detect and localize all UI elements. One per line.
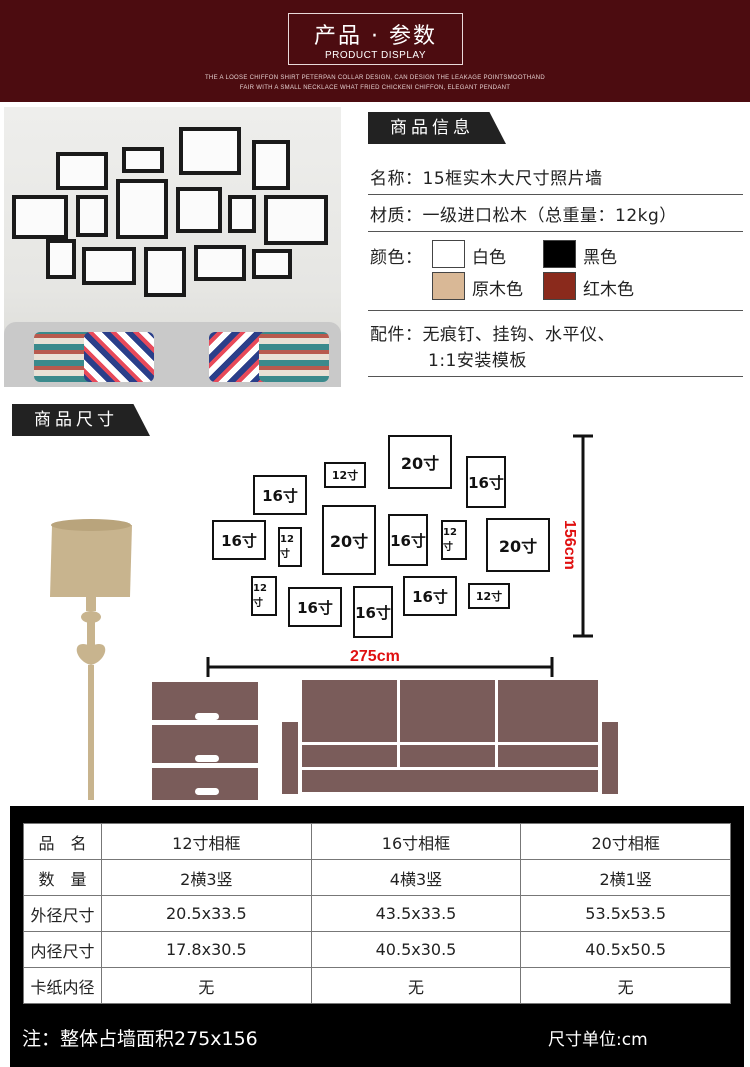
table-cell: 17.8x30.5 [101, 931, 312, 968]
frame-20-inch: 20寸 [388, 435, 452, 489]
table-cell: 2横3竖 [101, 859, 312, 896]
frame-16-inch: 16寸 [212, 520, 266, 560]
product-photo [4, 107, 341, 387]
unit-note: 尺寸单位:cm [548, 1030, 648, 1050]
header-banner: 产品 · 参数 PRODUCT DISPLAY THE A LOOSE CHIF… [0, 0, 750, 102]
accessories-line1: 配件：无痕钉、挂钩、水平仪、 [370, 325, 615, 345]
banner-desc-line2: FAIR WITH A SMALL NECKLACE WHAT FRIED CH… [239, 85, 511, 91]
table-cell: 2横1竖 [520, 859, 731, 896]
banner-desc-line1: THE A LOOSE CHIFFON SHIRT PETERPAN COLLA… [204, 75, 546, 81]
photo-frame [194, 245, 246, 281]
photo-frame [46, 239, 76, 279]
table-cell: 无 [310, 967, 522, 1004]
photo-frame [76, 195, 108, 237]
table-cell: 无 [520, 967, 731, 1004]
table-header-cell: 16寸相框 [310, 823, 522, 860]
frame-12-inch: 12寸 [251, 576, 277, 616]
accessories-line2: 1:1安装模板 [428, 351, 527, 371]
table-header-cell: 品 名 [23, 823, 102, 860]
color-name-mahogany: 红木色 [583, 280, 634, 300]
photo-frame [144, 247, 186, 297]
table-cell: 数 量 [23, 859, 102, 896]
area-note: 注：整体占墙面积275x156 [22, 1028, 258, 1050]
banner-title: 产品 · 参数 [314, 24, 437, 49]
divider [368, 376, 743, 377]
spec-table: 品 名 12寸相框 16寸相框 20寸相框 数 量 2横3竖 4横3竖 2横1竖… [23, 823, 731, 1004]
floor-lamp-icon [50, 519, 132, 800]
frame-16-inch: 16寸 [288, 587, 342, 627]
banner-subtitle: PRODUCT DISPLAY [324, 50, 427, 61]
photo-frame [252, 140, 290, 190]
swatch-natural-wood [432, 272, 465, 300]
table-cell: 20.5x33.5 [101, 895, 312, 932]
photo-frame [56, 152, 108, 190]
width-dimension-label: 275cm [350, 648, 400, 665]
color-name-natural-wood: 原木色 [472, 280, 523, 300]
color-name-white: 白色 [472, 248, 506, 268]
frame-16-inch: 16寸 [388, 514, 428, 566]
sofa-icon [282, 680, 618, 794]
frame-12-inch: 12寸 [278, 527, 302, 567]
photo-frame [12, 195, 68, 239]
frame-16-inch: 16寸 [403, 576, 457, 616]
table-header-cell: 20寸相框 [520, 823, 731, 860]
table-header-row: 品 名 12寸相框 16寸相框 20寸相框 [23, 823, 731, 860]
swatch-mahogany [543, 272, 576, 300]
table-cell: 4横3竖 [310, 859, 522, 896]
table-cell: 53.5x53.5 [520, 895, 731, 932]
swatch-black [543, 240, 576, 268]
info-tag: 商品信息 [368, 112, 506, 144]
table-cell: 40.5x30.5 [310, 931, 522, 968]
table-row: 数 量 2横3竖 4横3竖 2横1竖 [23, 859, 731, 896]
frame-16-inch: 16寸 [466, 456, 506, 508]
photo-frame [179, 127, 241, 175]
table-row: 内径尺寸 17.8x30.5 40.5x30.5 40.5x50.5 [23, 931, 731, 968]
divider [368, 231, 743, 232]
divider [368, 310, 743, 311]
table-row: 外径尺寸 20.5x33.5 43.5x33.5 53.5x53.5 [23, 895, 731, 932]
swatch-white [432, 240, 465, 268]
frame-20-inch: 20寸 [322, 505, 376, 575]
pillow-image [84, 332, 154, 382]
height-dimension-label: 156cm [561, 520, 578, 570]
table-cell: 外径尺寸 [23, 895, 102, 932]
photo-frame [116, 179, 168, 239]
table-header-cell: 12寸相框 [101, 823, 312, 860]
photo-frame [252, 249, 292, 279]
height-dimension-line [573, 434, 593, 638]
product-name: 名称：15框实木大尺寸照片墙 [370, 169, 603, 189]
width-dimension-line [206, 657, 554, 677]
table-cell: 无 [101, 967, 312, 1004]
frame-12-inch: 12寸 [324, 462, 366, 488]
spec-table-panel: 品 名 12寸相框 16寸相框 20寸相框 数 量 2横3竖 4横3竖 2横1竖… [10, 806, 744, 1067]
banner-title-box: 产品 · 参数 PRODUCT DISPLAY [288, 13, 463, 65]
table-row: 卡纸内径 无 无 无 [23, 967, 731, 1004]
photo-frame [176, 187, 222, 233]
table-cell: 内径尺寸 [23, 931, 102, 968]
table-cell: 40.5x50.5 [520, 931, 731, 968]
photo-frame [82, 247, 136, 285]
frame-20-inch: 20寸 [486, 518, 550, 572]
photo-frame [122, 147, 164, 173]
frame-16-inch: 16寸 [353, 586, 393, 638]
frame-12-inch: 12寸 [468, 583, 510, 609]
photo-frame [228, 195, 256, 233]
frame-16-inch: 16寸 [253, 475, 307, 515]
cabinet-icon [152, 682, 258, 800]
product-material: 材质：一级进口松木（总重量：12kg） [370, 206, 677, 226]
pillow-image [259, 332, 329, 382]
photo-frame [264, 195, 328, 245]
divider [368, 194, 743, 195]
color-label: 颜色： [370, 248, 423, 268]
table-cell: 卡纸内径 [23, 967, 102, 1004]
frame-12-inch: 12寸 [441, 520, 467, 560]
table-cell: 43.5x33.5 [310, 895, 522, 932]
color-name-black: 黑色 [583, 248, 617, 268]
size-tag: 商品尺寸 [12, 404, 150, 436]
